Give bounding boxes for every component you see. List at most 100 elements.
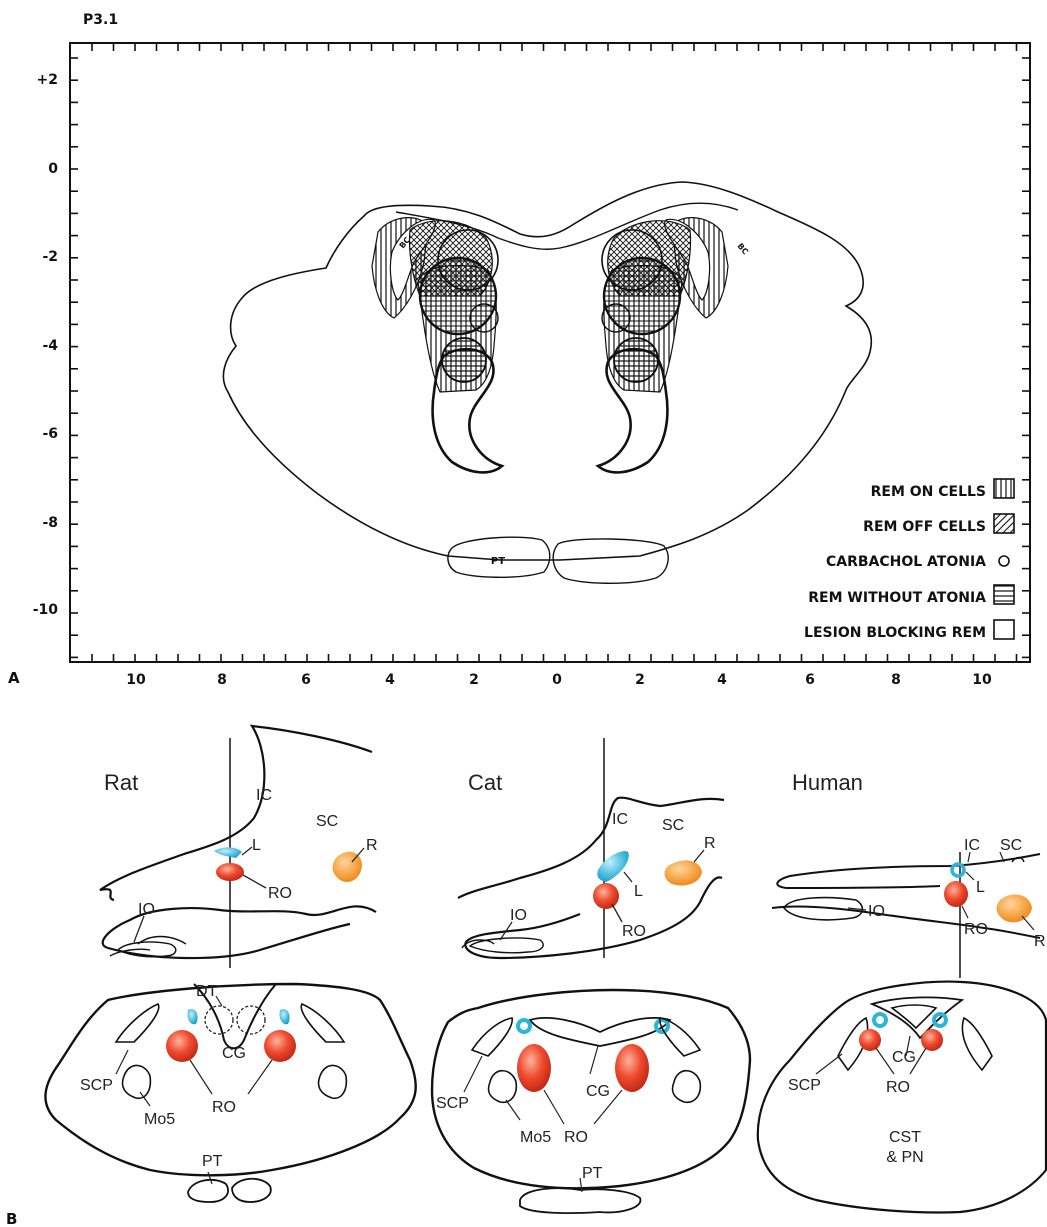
x-tick-label: 4 — [717, 672, 727, 688]
y-tick-label: -8 — [42, 515, 58, 531]
y-axis-labels: +2 0 -2 -4 -6 -8 -10 — [33, 72, 59, 618]
label-ro: RO — [622, 923, 646, 940]
label-r: R — [366, 837, 378, 854]
x-tick-label: 8 — [217, 672, 227, 688]
y-tick-label: -6 — [42, 426, 58, 442]
x-tick-label: 10 — [972, 672, 992, 688]
label-ro: RO — [212, 1099, 236, 1116]
label-io: IO — [868, 903, 885, 920]
label-mo5: Mo5 — [144, 1111, 175, 1128]
leader-line — [1022, 916, 1034, 930]
l-nucleus — [874, 1014, 886, 1026]
l-nucleus — [934, 1014, 946, 1026]
leader-line — [544, 1090, 564, 1124]
label-ic: IC — [612, 811, 628, 828]
label-r: R — [704, 835, 716, 852]
right-nuclei — [598, 218, 728, 473]
scp-tract — [116, 1004, 159, 1042]
label-dt: DT — [196, 983, 218, 1000]
label-scp: SCP — [80, 1077, 113, 1094]
legend-swatch-diagonal — [994, 514, 1014, 533]
cg-region — [530, 1018, 670, 1046]
y-tick-label: -2 — [42, 249, 58, 265]
label-ro: RO — [564, 1129, 588, 1146]
legend-swatch-vertical — [994, 479, 1014, 498]
human-diagram: Human IC SC L R RO IO — [758, 770, 1046, 1213]
ro-nucleus — [921, 1029, 943, 1051]
label-pt: PT — [582, 1165, 603, 1182]
bc-label: BC — [735, 242, 750, 257]
x-tick-label: 8 — [891, 672, 901, 688]
sagittal-outline — [772, 854, 1040, 938]
species-title: Rat — [104, 770, 138, 795]
label-cg: CG — [892, 1049, 916, 1066]
label-cg: CG — [586, 1083, 610, 1100]
leader-line — [816, 1054, 842, 1074]
l-nucleus — [187, 1009, 197, 1024]
mo5-nucleus — [123, 1065, 151, 1098]
x-tick-label: 4 — [385, 672, 395, 688]
y-tick-label: -10 — [33, 602, 59, 618]
legend-swatch-empty — [994, 620, 1014, 639]
label-io: IO — [138, 901, 155, 918]
ro-nucleus — [944, 881, 968, 907]
leader-line — [966, 872, 974, 880]
label-cst: CST — [889, 1129, 921, 1146]
leader-line — [962, 906, 968, 918]
scp-tract — [301, 1004, 344, 1042]
label-l: L — [634, 883, 643, 900]
legend-label: CARBACHOL ATONIA — [826, 554, 986, 570]
label-scp: SCP — [436, 1095, 469, 1112]
r-nucleus — [665, 860, 702, 885]
cg-region — [892, 1005, 936, 1028]
ro-nucleus — [615, 1044, 649, 1092]
cat-diagram: Cat IC SC L R RO IO — [432, 738, 750, 1213]
label-ro: RO — [886, 1079, 910, 1096]
rat-diagram: Rat IC SC L R RO IO — [45, 726, 415, 1202]
label-pn: & PN — [886, 1149, 923, 1166]
legend-label: REM ON CELLS — [871, 484, 986, 500]
legend-swatch-horizontal — [994, 585, 1014, 604]
leader-line — [248, 1060, 272, 1094]
legend-label: REM OFF CELLS — [863, 519, 986, 535]
leader-line — [243, 875, 266, 888]
l-nucleus — [279, 1009, 289, 1024]
label-l: L — [252, 837, 261, 854]
leader-line — [134, 916, 144, 942]
brainstem-outline — [223, 182, 871, 560]
mo5-nucleus — [488, 1071, 516, 1103]
label-mo5: Mo5 — [520, 1129, 551, 1146]
species-title: Human — [792, 770, 863, 795]
l-nucleus — [518, 1020, 530, 1032]
y-tick-label: 0 — [48, 161, 58, 177]
y-tick-label: +2 — [37, 72, 58, 88]
x-tick-label: 6 — [805, 672, 815, 688]
label-ro: RO — [268, 885, 292, 902]
label-sc: SC — [662, 817, 684, 834]
label-sc: SC — [316, 813, 338, 830]
panel-a: P3.1 A +2 0 -2 -4 -6 -8 -10 10 8 6 4 2 0… — [8, 12, 1030, 688]
label-ro: RO — [964, 921, 988, 938]
leader-line — [612, 904, 622, 922]
label-ic: IC — [964, 837, 980, 854]
pt-structure — [232, 1179, 271, 1202]
mo5-nucleus — [319, 1065, 347, 1098]
label-ic: IC — [256, 787, 272, 804]
ro-nucleus — [517, 1044, 551, 1092]
left-nuclei: BC — [372, 218, 502, 473]
x-tick-label: 2 — [635, 672, 645, 688]
leader-line — [464, 1056, 482, 1092]
mo5-nucleus — [672, 1071, 700, 1103]
l-nucleus — [214, 847, 242, 858]
leader-line — [624, 872, 632, 882]
panel-b: B Rat IC SC L R RO IO — [6, 726, 1046, 1227]
legend-swatch-circle — [999, 556, 1009, 566]
leader-line — [242, 847, 252, 855]
label-l: L — [976, 879, 985, 896]
r-nucleus — [997, 894, 1032, 922]
panel-a-letter: A — [8, 669, 20, 687]
leader-line — [694, 850, 704, 862]
ro-nucleus — [593, 883, 619, 909]
label-io: IO — [510, 907, 527, 924]
